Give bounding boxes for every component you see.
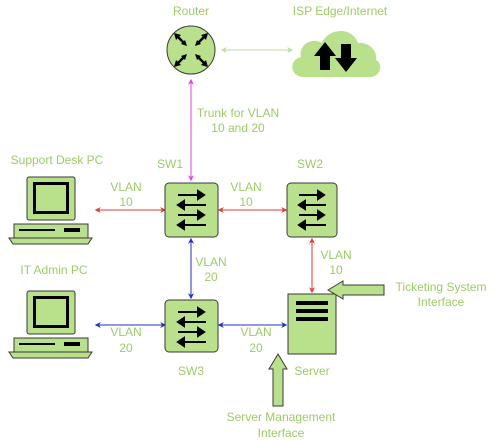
support-pc-label: Support Desk PC xyxy=(11,153,104,167)
sw1-sw2-vlan-id: 10 xyxy=(239,195,253,209)
admin-sw3-vlan-id: 20 xyxy=(119,341,133,355)
sw3-label: SW3 xyxy=(178,364,204,378)
sw1-sw3-vlan-id: 20 xyxy=(204,270,218,284)
server-management-interface-arrow xyxy=(268,353,288,407)
sw2-label: SW2 xyxy=(297,157,323,171)
trunk-label-line2: 10 and 20 xyxy=(211,121,265,135)
router-label: Router xyxy=(173,4,209,18)
router-icon xyxy=(166,25,216,75)
ticketing-interface-label-line2: Interface xyxy=(418,295,465,309)
pc-sw1-vlan-id: 10 xyxy=(119,195,133,209)
cloud-icon xyxy=(292,30,381,77)
ticketing-interface-label-line1: Ticketing System xyxy=(396,280,487,294)
admin-sw3-vlan-label: VLAN xyxy=(110,325,141,339)
computer-icon-it-admin xyxy=(8,290,93,359)
switch-icon-sw1 xyxy=(164,182,219,238)
switch-icon-sw2 xyxy=(286,182,338,238)
server-management-label-line2: Interface xyxy=(258,426,305,440)
sw3-server-vlan-label: VLAN xyxy=(240,325,271,339)
computer-icon-support xyxy=(8,176,93,245)
sw1-sw2-vlan-label: VLAN xyxy=(230,180,261,194)
trunk-label-line1: Trunk for VLAN xyxy=(197,106,279,120)
sw2-server-vlan-label: VLAN xyxy=(320,248,351,262)
server-label: Server xyxy=(294,364,329,378)
sw2-server-vlan-id: 10 xyxy=(329,263,343,277)
ticketing-interface-arrow xyxy=(327,280,385,300)
switch-icon-sw3 xyxy=(164,299,219,353)
pc-sw1-vlan-label: VLAN xyxy=(110,180,141,194)
sw1-label: SW1 xyxy=(157,157,183,171)
server-management-label-line1: Server Management xyxy=(227,410,336,424)
server-icon xyxy=(287,293,337,355)
isp-label: ISP Edge/Internet xyxy=(293,4,388,18)
it-admin-pc-label: IT Admin PC xyxy=(20,263,87,277)
sw3-server-vlan-id: 20 xyxy=(249,341,263,355)
sw1-sw3-vlan-label: VLAN xyxy=(195,255,226,269)
